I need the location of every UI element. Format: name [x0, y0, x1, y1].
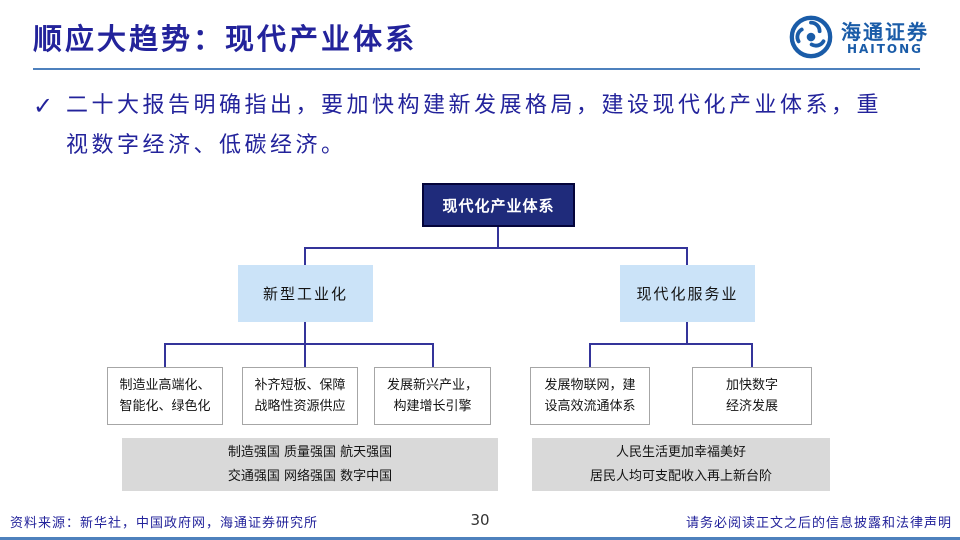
branch-node-new-industrialization: 新型工业化 — [238, 265, 373, 322]
connector-root-down — [497, 227, 499, 249]
checkmark-icon: ✓ — [33, 92, 54, 120]
summary-box-left: 制造强国 质量强国 航天强国交通强国 网络强国 数字中国 — [122, 438, 498, 491]
title-underline — [33, 68, 920, 70]
connector-left-horizontal — [164, 343, 434, 345]
connector-left-drop-3 — [432, 343, 434, 367]
leaf-node-manufacturing-upgrade: 制造业高端化、智能化、绿色化 — [107, 367, 223, 425]
connector-left-drop-1 — [164, 343, 166, 367]
source-note: 资料来源：新华社，中国政府网，海通证券研究所 — [10, 516, 319, 531]
page-number: 30 — [470, 511, 490, 529]
connector-l1-horizontal — [304, 247, 688, 249]
leaf-node-iot-logistics: 发展物联网，建设高效流通体系 — [530, 367, 650, 425]
leaf-node-emerging-industries: 发展新兴产业，构建增长引擎 — [374, 367, 491, 425]
logo-cn-text: 海通证券 — [841, 20, 929, 45]
leaf-node-shortboard-resources: 补齐短板、保障战略性资源供应 — [242, 367, 358, 425]
haitong-logo: 海通证券 HAITONG — [788, 14, 929, 64]
bullet-line-2: 视数字经济、低碳经济。 — [66, 133, 347, 158]
page-title: 顺应大趋势：现代产业体系 — [33, 22, 418, 56]
connector-right-drop-1 — [589, 343, 591, 367]
bullet-text: 二十大报告明确指出，要加快构建新发展格局，建设现代化产业体系，重 视数字经济、低… — [66, 86, 882, 166]
logo-en-text: HAITONG — [846, 42, 924, 57]
connector-l2-left-drop — [304, 247, 306, 265]
bottom-rule — [0, 537, 960, 540]
summary-box-right: 人民生活更加幸福美好居民人均可支配收入再上新台阶 — [532, 438, 830, 491]
bullet-paragraph: ✓ 二十大报告明确指出，要加快构建新发展格局，建设现代化产业体系，重 视数字经济… — [33, 86, 938, 166]
connector-right-drop-2 — [751, 343, 753, 367]
leaf-node-digital-economy: 加快数字经济发展 — [692, 367, 812, 425]
bullet-line-1: 二十大报告明确指出，要加快构建新发展格局，建设现代化产业体系，重 — [66, 93, 883, 118]
connector-right-branch-down — [686, 322, 688, 345]
haitong-logo-icon — [788, 14, 834, 64]
disclaimer-note: 请务必阅读正文之后的信息披露和法律声明 — [685, 516, 952, 531]
root-node: 现代化产业体系 — [422, 183, 575, 227]
connector-l2-right-drop — [686, 247, 688, 265]
connector-right-horizontal — [589, 343, 753, 345]
branch-node-modern-services: 现代化服务业 — [620, 265, 755, 322]
